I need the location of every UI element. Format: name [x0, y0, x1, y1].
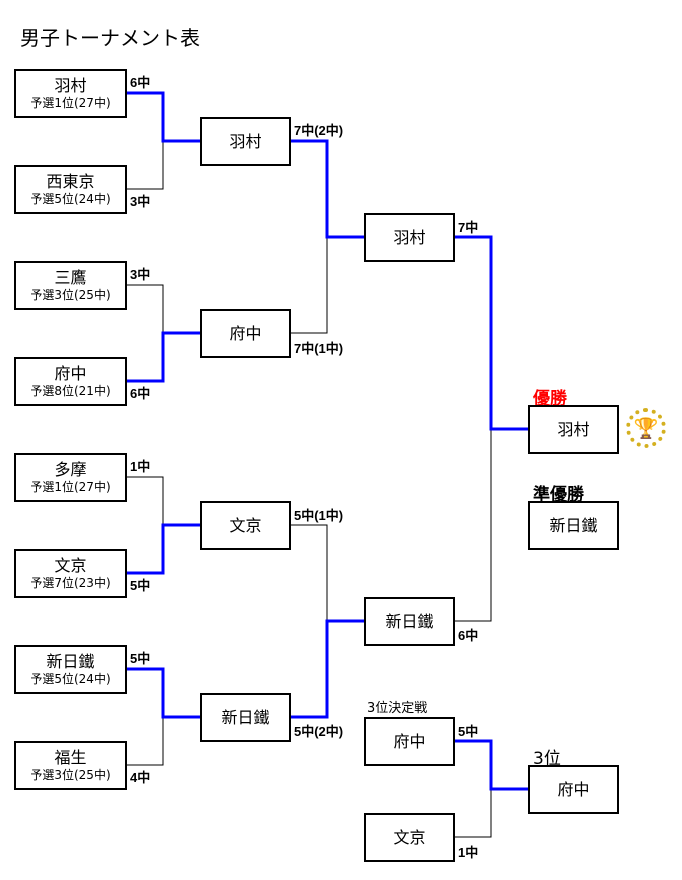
- team-seed: 予選7位(23中): [30, 576, 111, 590]
- team-name: 福生: [54, 748, 87, 767]
- round1-team: 新日鐵予選5位(24中): [14, 645, 127, 694]
- score: 5中(2中): [294, 724, 344, 739]
- round1-team: 羽村予選1位(27中): [14, 69, 127, 118]
- score: 7中(1中): [294, 341, 344, 356]
- third-place-team: 文京: [364, 813, 455, 862]
- round3-team: 羽村: [364, 213, 455, 262]
- round2-team: 府中: [200, 309, 291, 358]
- score: 5中: [130, 651, 151, 666]
- team-seed: 予選5位(24中): [30, 672, 111, 686]
- trophy-icon: 🏆: [626, 408, 666, 448]
- team-seed: 予選8位(21中): [30, 384, 111, 398]
- score: 7中: [458, 220, 479, 235]
- third-place-team: 府中: [364, 717, 455, 766]
- score: 6中: [130, 386, 151, 401]
- round1-team: 府中予選8位(21中): [14, 357, 127, 406]
- runner-up-label: 準優勝: [533, 485, 584, 505]
- score: 4中: [130, 770, 151, 785]
- score: 6中: [130, 75, 151, 90]
- round2-team: 新日鐵: [200, 693, 291, 742]
- round2-team: 羽村: [200, 117, 291, 166]
- round1-team: 三鷹予選3位(25中): [14, 261, 127, 310]
- third-place-box: 府中: [528, 765, 619, 814]
- team-seed: 予選1位(27中): [30, 96, 111, 110]
- score: 5中: [130, 578, 151, 593]
- team-name: 府中: [54, 364, 87, 383]
- champion-box: 羽村: [528, 405, 619, 454]
- team-name: 羽村: [54, 76, 87, 95]
- third-place-label: 3位: [533, 749, 561, 769]
- team-seed: 予選3位(25中): [30, 288, 111, 302]
- page-title: 男子トーナメント表: [20, 26, 200, 50]
- score: 1中: [130, 459, 151, 474]
- champion-label: 優勝: [533, 389, 567, 409]
- round1-team: 多摩予選1位(27中): [14, 453, 127, 502]
- team-seed: 予選5位(24中): [30, 192, 111, 206]
- round2-team: 文京: [200, 501, 291, 550]
- score: 3中: [130, 194, 151, 209]
- team-seed: 予選1位(27中): [30, 480, 111, 494]
- team-name: 新日鐵: [46, 652, 95, 671]
- score: 5中: [458, 724, 479, 739]
- runner-up-box: 新日鐵: [528, 501, 619, 550]
- round1-team: 西東京予選5位(24中): [14, 165, 127, 214]
- score: 5中(1中): [294, 508, 344, 523]
- team-name: 三鷹: [54, 268, 87, 287]
- team-seed: 予選3位(25中): [30, 768, 111, 782]
- score: 7中(2中): [294, 123, 344, 138]
- team-name: 文京: [54, 556, 87, 575]
- score: 3中: [130, 267, 151, 282]
- third-place-match-label: 3位決定戦: [367, 701, 428, 716]
- round3-team: 新日鐵: [364, 597, 455, 646]
- score: 6中: [458, 628, 479, 643]
- team-name: 西東京: [46, 172, 95, 191]
- score: 1中: [458, 845, 479, 860]
- team-name: 多摩: [54, 460, 87, 479]
- round1-team: 文京予選7位(23中): [14, 549, 127, 598]
- round1-team: 福生予選3位(25中): [14, 741, 127, 790]
